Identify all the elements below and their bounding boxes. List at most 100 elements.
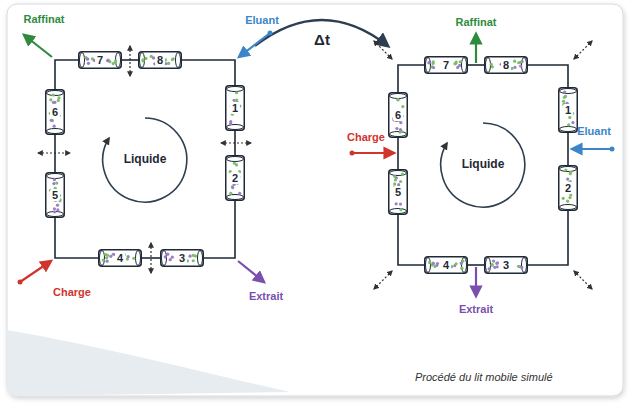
- column-end: [462, 258, 467, 273]
- particle-dot: [458, 64, 461, 67]
- particle-dot: [428, 261, 431, 264]
- inlet-dot: [350, 151, 355, 156]
- idle-port: [374, 41, 392, 59]
- connecting-tube: [55, 60, 78, 89]
- column-node: 1: [225, 85, 245, 131]
- column-body: [559, 166, 578, 211]
- particle-dot: [105, 256, 108, 259]
- column-end: [390, 94, 407, 99]
- column-body: [485, 257, 528, 274]
- column-node: 3: [160, 249, 204, 267]
- particle-dot: [564, 168, 567, 171]
- particle-dot: [398, 131, 401, 134]
- column-body: [425, 257, 468, 274]
- particle-dot: [144, 57, 147, 60]
- particle-dot: [52, 93, 55, 96]
- port-label: Charge: [347, 131, 385, 143]
- particle-dot: [56, 208, 59, 211]
- port-label: Charge: [53, 286, 91, 298]
- column-node: 4: [424, 256, 468, 274]
- particle-dot: [231, 186, 234, 189]
- column-end: [462, 58, 467, 73]
- flow-circle-arrow: [441, 123, 525, 207]
- connecting-tube: [204, 201, 235, 258]
- particle-dot: [86, 58, 89, 61]
- column-end: [486, 258, 491, 273]
- particle-dot: [568, 196, 571, 199]
- column-node: 3: [484, 256, 528, 274]
- column-number: 5: [393, 186, 403, 198]
- column-end: [162, 251, 167, 266]
- column-end: [100, 251, 105, 266]
- flow-label: Liquide: [124, 153, 167, 166]
- column-end: [140, 53, 145, 68]
- particle-dot: [568, 116, 571, 119]
- column-body: [425, 57, 468, 74]
- column-number: 6: [393, 109, 403, 121]
- column-node: 1: [558, 87, 578, 133]
- particle-dot: [126, 258, 129, 261]
- connecting-tube: [397, 138, 399, 169]
- particle-dot: [52, 182, 55, 185]
- particle-dot: [453, 62, 456, 65]
- particle-dot: [114, 59, 117, 62]
- particle-dot: [436, 262, 439, 265]
- particle-dot: [188, 255, 191, 258]
- particle-dot: [517, 265, 520, 268]
- column-end: [560, 127, 577, 132]
- column-number: 7: [95, 54, 105, 66]
- port-label: Raffinat: [456, 16, 497, 28]
- connecting-tube: [468, 264, 484, 266]
- port-label: Raffinat: [24, 13, 65, 25]
- inlet-dot: [268, 31, 273, 36]
- column-end: [227, 87, 244, 92]
- connecting-tube: [528, 65, 568, 87]
- column-end: [560, 205, 577, 210]
- particle-dot: [490, 264, 493, 267]
- particle-dot: [109, 255, 112, 258]
- column-body: [99, 250, 142, 267]
- particle-dot: [87, 62, 90, 65]
- eluent-inlet: [572, 148, 612, 150]
- particle-dot: [562, 197, 565, 200]
- connecting-tube: [398, 65, 424, 92]
- particle-dot: [49, 98, 52, 101]
- connecting-tube: [567, 133, 569, 165]
- column-body: [139, 52, 182, 69]
- column-node: 4: [98, 249, 142, 267]
- column-end: [227, 157, 244, 162]
- particle-dot: [132, 257, 135, 260]
- particle-dot: [231, 185, 234, 188]
- column-end: [390, 132, 407, 137]
- column-number: 8: [155, 54, 165, 66]
- particle-dot: [192, 259, 195, 262]
- particle-dot: [50, 119, 53, 122]
- particle-dot: [491, 263, 494, 266]
- particle-dot: [105, 260, 108, 263]
- column-end: [522, 58, 527, 73]
- column-number: 1: [563, 104, 573, 116]
- particle-dot: [166, 253, 169, 256]
- column-body: [485, 57, 528, 74]
- column-body: [226, 156, 245, 201]
- particle-dot: [454, 262, 457, 265]
- particle-dot: [164, 255, 167, 258]
- column-number: 7: [441, 59, 451, 71]
- particle-dot: [495, 262, 498, 265]
- particle-dot: [567, 123, 570, 126]
- column-end: [47, 174, 64, 179]
- column-node: 7: [78, 51, 122, 69]
- particle-dot: [492, 260, 495, 263]
- particle-dot: [142, 59, 145, 62]
- particle-dot: [229, 122, 232, 125]
- inlet-dot: [610, 147, 615, 152]
- column-end: [560, 167, 577, 172]
- particle-dot: [171, 256, 174, 259]
- column-number: 2: [563, 182, 573, 194]
- particle-dot: [102, 258, 105, 261]
- particle-dot: [55, 181, 58, 184]
- particle-dot: [56, 204, 59, 207]
- time-step-label: Δt: [314, 32, 330, 49]
- column-number: 1: [230, 102, 240, 114]
